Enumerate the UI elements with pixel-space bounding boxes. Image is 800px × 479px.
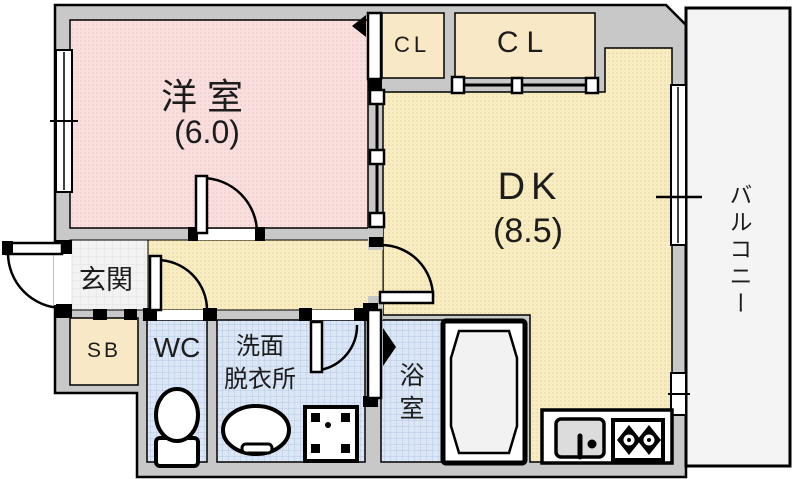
partition-sliding-door-icon — [368, 88, 386, 229]
western-room-floor — [69, 19, 369, 229]
wc-door-icon — [148, 254, 209, 312]
shoebox-floor — [69, 317, 139, 386]
stove-icon — [611, 418, 665, 462]
washroom-label-line2: 脱衣所 — [224, 366, 296, 393]
hallway-floor — [147, 239, 384, 311]
dk-small-window-icon — [668, 372, 690, 416]
bathroom-folding-door-icon — [366, 308, 396, 400]
dk-size: (8.5) — [493, 212, 563, 250]
entrance-label: 玄関 — [79, 265, 133, 295]
washroom-label: 洗面 脱衣所 — [210, 330, 310, 396]
washroom-label-line1: 洗面 — [236, 333, 284, 360]
closet-small-label: CL — [393, 32, 431, 57]
closet-large-sliding-door-icon — [450, 75, 600, 95]
door-opening — [54, 254, 71, 305]
washing-machine-icon — [303, 405, 359, 463]
door-opening — [312, 310, 354, 320]
closet-large-label: CL — [496, 26, 552, 59]
door-opening — [157, 310, 203, 320]
western-room-label: 洋室 — [160, 76, 253, 117]
kitchen-sink-icon — [554, 417, 606, 460]
entrance-floor — [69, 239, 149, 311]
washroom-door-icon — [309, 320, 359, 374]
washbasin-icon — [221, 404, 291, 456]
wc-label: WC — [153, 332, 201, 363]
closet-small-floor — [381, 12, 445, 79]
balcony-floor — [684, 6, 792, 468]
shoebox-label: SB — [86, 339, 121, 362]
door-opening — [198, 229, 255, 240]
dk-door-icon — [378, 243, 435, 305]
dk-label: DK — [497, 166, 563, 208]
bathtub-icon — [440, 318, 528, 466]
balcony-label: バルコニー — [726, 183, 752, 318]
western-door-icon — [194, 174, 259, 235]
closet-large-floor — [454, 12, 596, 79]
entrance-door-icon — [2, 241, 64, 310]
western-window-icon — [50, 49, 78, 193]
western-room-size: (6.0) — [174, 114, 240, 150]
toilet-icon — [154, 387, 200, 468]
dk-balcony-window-icon — [656, 84, 702, 246]
bathroom-label: 浴室 — [396, 362, 424, 428]
closet-small-folding-door-icon — [352, 11, 383, 81]
